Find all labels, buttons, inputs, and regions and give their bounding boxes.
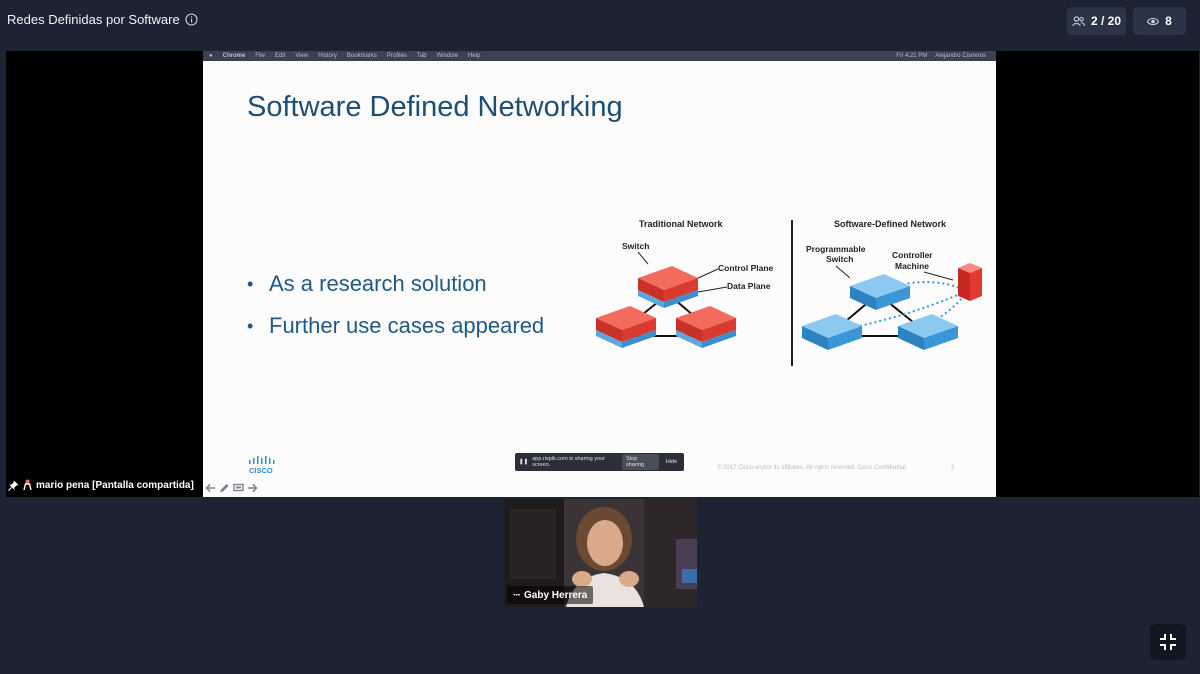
apple-icon: ● (209, 53, 213, 59)
more-icon[interactable]: ··· (513, 589, 521, 601)
bullet-item: • Further use cases appeared (247, 305, 544, 347)
menubar-menu: View (295, 53, 309, 59)
bullet-item: • As a research solution (247, 263, 544, 305)
blue-switch (898, 314, 958, 350)
red-switch (596, 306, 656, 348)
menubar-clock: Fri 4:21 PM (896, 53, 928, 59)
participant-name-tag: ··· Gaby Herrera (507, 586, 594, 604)
eye-icon (1147, 17, 1160, 25)
cisco-logo-text: CISCO (249, 466, 273, 475)
participants-icon (1072, 15, 1085, 26)
menubar-menu: Edit (274, 53, 286, 59)
menubar-menu: Tab (416, 53, 427, 59)
red-switch (676, 306, 736, 348)
programmable-switch-label: Switch (826, 254, 853, 264)
menubar-user: Alejandro Cisneros (935, 53, 986, 59)
presenter-name: mario pena [Pantalla compartida] (36, 479, 194, 491)
red-switch (638, 266, 698, 308)
participants-button[interactable]: 2 / 20 (1067, 7, 1126, 35)
bullet-text: As a research solution (269, 271, 487, 296)
switch-label: Switch (622, 241, 649, 251)
share-banner-message: app.rispik.com is sharing your screen. (532, 456, 605, 468)
slide-bullets: • As a research solution • Further use cas… (247, 263, 544, 347)
pencil-icon[interactable] (219, 483, 230, 493)
sdn-title: Software-Defined Network (834, 219, 947, 229)
top-bar: Redes Definidas por Software 2 / 20 8 (0, 0, 1200, 42)
programmable-switch-label: Programmable (806, 244, 866, 254)
screen-share-banner: ❚❚ app.rispik.com is sharing your screen… (515, 453, 684, 471)
slide-page-number: 3 (951, 465, 955, 471)
presenter-label: mario pena [Pantalla compartida] (8, 476, 194, 494)
blue-switch (802, 314, 862, 350)
data-plane-label: Data Plane (727, 281, 771, 291)
viewers-count: 8 (1165, 14, 1172, 28)
shared-slide: ● Chrome File Edit View History Bookmark… (203, 51, 996, 497)
network-diagram: Traditional Network Software-Defined Net… (596, 219, 982, 366)
cisco-logo: CISCO (249, 456, 275, 475)
bullet-dot: • (247, 273, 254, 294)
bullet-dot: • (247, 315, 254, 336)
menubar-menu: File (255, 53, 265, 59)
menubar-menu: Window (436, 53, 458, 59)
pin-icon[interactable] (8, 480, 19, 491)
exit-fullscreen-icon (1160, 634, 1176, 650)
stop-sharing-button[interactable]: Stop sharing (621, 454, 659, 470)
participant-video[interactable]: ··· Gaby Herrera (504, 499, 697, 607)
hide-banner-button[interactable]: Hide (665, 459, 677, 465)
arrow-left-icon[interactable] (205, 483, 216, 493)
blue-switch (850, 274, 910, 310)
menubar-app: Chrome (222, 53, 246, 59)
slide-footer: © 2017 Cisco and/or its affiliates. All … (717, 465, 906, 471)
controller-machine (958, 263, 982, 301)
menubar-menu: History (318, 53, 337, 59)
participants-count: 2 / 20 (1090, 14, 1122, 28)
screen-icon[interactable] (233, 483, 244, 493)
info-icon[interactable] (185, 13, 198, 26)
participant-name: Gaby Herrera (524, 589, 588, 601)
arrow-right-icon[interactable] (247, 483, 258, 493)
slide-title: Software Defined Networking (247, 91, 623, 123)
menubar-menu: Profiles (386, 53, 407, 59)
traditional-network-title: Traditional Network (639, 219, 724, 229)
controller-machine-label: Machine (895, 261, 929, 271)
meeting-title: Redes Definidas por Software (7, 12, 198, 27)
meeting-title-text: Redes Definidas por Software (7, 12, 180, 27)
pause-icon: ❚❚ (519, 459, 529, 465)
control-plane-label: Control Plane (718, 263, 774, 273)
bullet-text: Further use cases appeared (269, 313, 545, 338)
viewers-button[interactable]: 8 (1133, 7, 1186, 35)
menubar-menu: Bookmarks (346, 53, 377, 59)
person-icon (23, 479, 32, 491)
menubar-menu: Help (467, 53, 481, 59)
controller-machine-label: Controller (892, 250, 933, 260)
exit-fullscreen-button[interactable] (1150, 624, 1186, 660)
mac-menu-bar: ● Chrome File Edit View History Bookmark… (203, 51, 996, 61)
slide-toolbar (205, 483, 258, 493)
